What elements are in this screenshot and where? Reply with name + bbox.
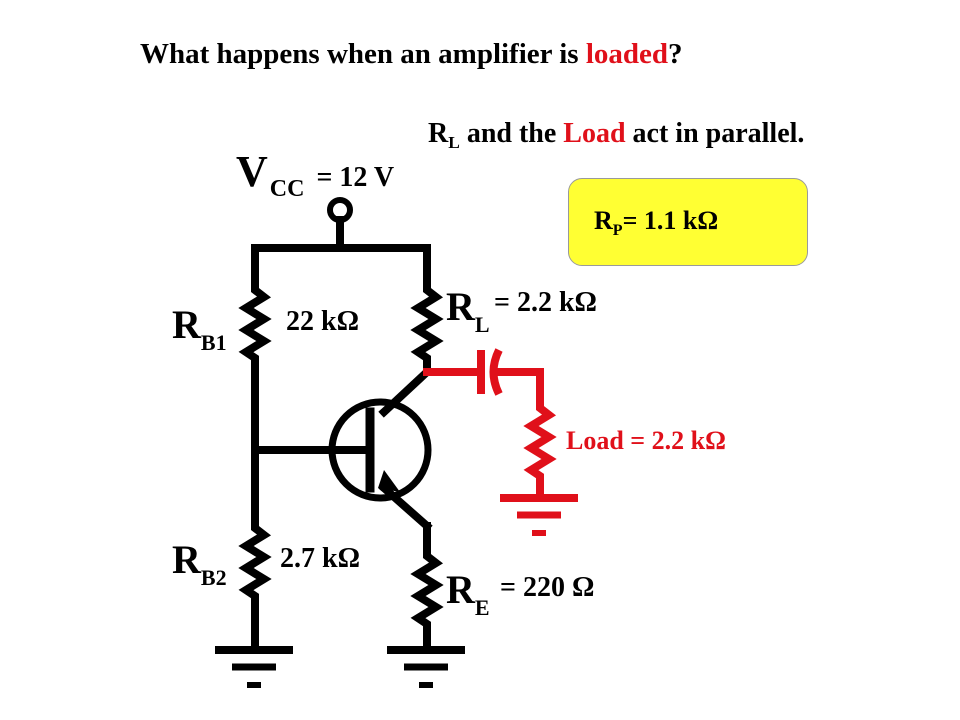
rb2-value: 2.7 kΩ	[280, 543, 360, 574]
ground-symbol-right	[387, 646, 465, 688]
parallel-resistance-callout	[568, 178, 808, 266]
vcc-label: VCC= 12 V	[236, 147, 395, 202]
load-resistor	[523, 400, 557, 502]
rl-value: = 2.2 kΩ	[494, 287, 597, 318]
transistor-envelope	[328, 398, 432, 502]
ground-symbol-left	[215, 646, 293, 688]
rl-resistor	[410, 278, 444, 376]
emitter-lead	[378, 482, 433, 532]
slide-title: What happens when an amplifier is loaded…	[140, 38, 683, 70]
load-coupling-wire-right	[492, 368, 544, 408]
parallel-statement: RL and the Load act in parallel.	[428, 118, 805, 153]
rb2-resistor	[238, 516, 272, 604]
top-rail-wire	[251, 244, 431, 286]
load-label: Load = 2.2 kΩ	[566, 426, 726, 455]
rp-label: RP= 1.1 kΩ	[594, 206, 719, 239]
rb1-resistor	[238, 278, 272, 366]
rb2-label: RB2	[172, 537, 227, 590]
rl-label: RL	[446, 284, 490, 337]
re-resistor	[410, 544, 444, 654]
rb1-value: 22 kΩ	[286, 306, 359, 337]
load-highlight: Load	[563, 118, 626, 149]
emitter-arrow	[378, 470, 400, 492]
rb1-label: RB1	[172, 302, 227, 355]
load-ground-symbol	[500, 494, 578, 536]
re-value: = 220 Ω	[500, 572, 595, 603]
title-highlight: loaded	[585, 38, 669, 70]
re-label: RE	[446, 567, 490, 620]
